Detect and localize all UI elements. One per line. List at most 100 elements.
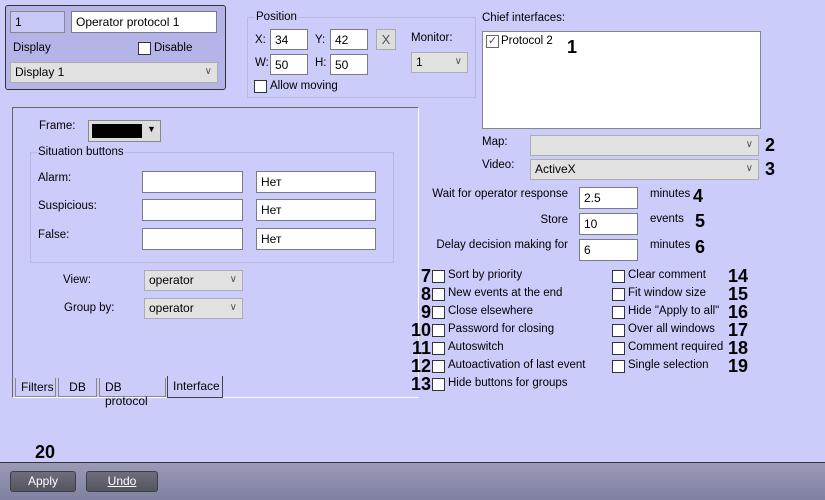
callout-3: 3 bbox=[765, 159, 776, 179]
frame-color-picker[interactable]: ▼ bbox=[88, 120, 161, 142]
monitor-select[interactable]: 1∨ bbox=[411, 52, 468, 73]
callout-18: 18 bbox=[728, 338, 749, 358]
frame-label: Frame: bbox=[39, 120, 76, 132]
suspicious-field[interactable] bbox=[142, 199, 243, 221]
position-title: Position bbox=[255, 11, 298, 23]
option-checkbox[interactable] bbox=[612, 342, 625, 355]
false-label: False: bbox=[38, 229, 70, 241]
wait-label: Wait for operator response bbox=[432, 188, 568, 200]
object-id-field[interactable]: 1 bbox=[10, 11, 65, 33]
delay-field[interactable]: 6 bbox=[579, 239, 638, 261]
callout-4: 4 bbox=[693, 186, 704, 206]
chief-interfaces-list[interactable]: ✓ Protocol 2 bbox=[482, 31, 761, 129]
tab-interface[interactable]: Interface bbox=[167, 376, 223, 398]
option-label: Fit window size bbox=[628, 287, 706, 299]
tab-db[interactable]: DB bbox=[58, 378, 97, 397]
w-field[interactable]: 50 bbox=[270, 54, 308, 75]
false-action-field[interactable]: Нет bbox=[256, 228, 376, 250]
callout-5: 5 bbox=[695, 211, 706, 231]
h-label: H: bbox=[315, 57, 327, 69]
delay-unit: minutes bbox=[650, 239, 691, 251]
w-label: W: bbox=[255, 57, 269, 69]
suspicious-label: Suspicious: bbox=[38, 200, 97, 212]
y-field[interactable]: 42 bbox=[330, 29, 368, 50]
group-by-value: operator bbox=[149, 301, 194, 315]
map-select[interactable]: ∨ bbox=[530, 135, 759, 156]
false-field[interactable] bbox=[142, 228, 243, 250]
option-checkbox[interactable] bbox=[612, 270, 625, 283]
reset-position-button[interactable]: X bbox=[376, 29, 396, 50]
apply-button[interactable]: Apply bbox=[10, 471, 76, 492]
option-checkbox[interactable] bbox=[432, 342, 445, 355]
callout-13: 13 bbox=[410, 374, 431, 394]
option-checkbox[interactable] bbox=[432, 360, 445, 373]
chevron-down-icon: ∨ bbox=[229, 302, 237, 313]
chevron-down-icon: ∨ bbox=[229, 274, 237, 285]
tab-db-protocol[interactable]: DB protocol bbox=[99, 378, 166, 408]
map-label: Map: bbox=[482, 136, 508, 148]
option-checkbox[interactable] bbox=[432, 306, 445, 319]
frame-color-swatch bbox=[92, 124, 142, 138]
tab-filters[interactable]: Filters bbox=[15, 378, 56, 397]
chief-item-label: Protocol 2 bbox=[501, 35, 553, 47]
callout-6: 6 bbox=[695, 237, 706, 257]
option-label: Sort by priority bbox=[448, 269, 523, 281]
callout-2: 2 bbox=[765, 135, 776, 155]
display-select[interactable]: Display 1 ∨ bbox=[10, 62, 218, 83]
store-field[interactable]: 10 bbox=[579, 213, 638, 235]
alarm-field[interactable] bbox=[142, 171, 243, 193]
callout-14: 14 bbox=[728, 266, 749, 286]
view-select[interactable]: operator ∨ bbox=[144, 270, 243, 291]
chief-interfaces-label: Chief interfaces: bbox=[482, 12, 566, 24]
video-select[interactable]: ActiveX∨ bbox=[530, 159, 759, 180]
option-checkbox[interactable] bbox=[432, 288, 445, 301]
chevron-down-icon: ∨ bbox=[204, 66, 212, 77]
allow-moving-checkbox[interactable] bbox=[254, 80, 267, 93]
view-value: operator bbox=[149, 273, 194, 287]
callout-1: 1 bbox=[567, 37, 578, 57]
undo-button[interactable]: Undo bbox=[86, 471, 158, 492]
wait-field[interactable]: 2.5 bbox=[579, 187, 638, 209]
chevron-down-icon: ∨ bbox=[745, 139, 753, 150]
display-value: Display 1 bbox=[15, 65, 65, 79]
object-name-field[interactable]: Operator protocol 1 bbox=[71, 11, 217, 33]
option-checkbox[interactable] bbox=[432, 324, 445, 337]
monitor-label: Monitor: bbox=[411, 32, 453, 44]
option-label: Hide buttons for groups bbox=[448, 377, 568, 389]
callout-9: 9 bbox=[420, 302, 431, 322]
option-label: New events at the end bbox=[448, 287, 563, 299]
option-checkbox[interactable] bbox=[432, 270, 445, 283]
callout-8: 8 bbox=[420, 284, 431, 304]
h-field[interactable]: 50 bbox=[330, 54, 368, 75]
y-label: Y: bbox=[315, 34, 326, 46]
dropdown-arrow-icon: ▼ bbox=[147, 124, 156, 134]
option-checkbox[interactable] bbox=[612, 306, 625, 319]
interface-panel bbox=[12, 107, 419, 378]
protocol-2-checkbox[interactable]: ✓ bbox=[486, 35, 499, 48]
option-label: Comment required bbox=[628, 341, 724, 353]
store-label: Store bbox=[540, 214, 569, 226]
option-checkbox[interactable] bbox=[612, 288, 625, 301]
video-label: Video: bbox=[482, 159, 515, 171]
callout-17: 17 bbox=[728, 320, 749, 340]
option-checkbox[interactable] bbox=[612, 324, 625, 337]
wait-unit: minutes bbox=[650, 188, 691, 200]
alarm-action-field[interactable]: Нет bbox=[256, 171, 376, 193]
disable-label: Disable bbox=[154, 42, 193, 54]
display-label: Display bbox=[13, 42, 51, 54]
disable-checkbox[interactable] bbox=[138, 42, 151, 55]
option-checkbox[interactable] bbox=[432, 378, 445, 391]
x-field[interactable]: 34 bbox=[270, 29, 308, 50]
option-checkbox[interactable] bbox=[612, 360, 625, 373]
callout-7: 7 bbox=[420, 266, 431, 286]
option-label: Hide "Apply to all" bbox=[628, 305, 720, 317]
callout-10: 10 bbox=[410, 320, 431, 340]
callout-15: 15 bbox=[728, 284, 749, 304]
suspicious-action-field[interactable]: Нет bbox=[256, 199, 376, 221]
callout-19: 19 bbox=[728, 356, 749, 376]
situation-buttons-group bbox=[30, 152, 394, 263]
situation-buttons-title: Situation buttons bbox=[37, 146, 125, 158]
chevron-down-icon: ∨ bbox=[745, 163, 753, 174]
group-by-select[interactable]: operator ∨ bbox=[144, 298, 243, 319]
callout-12: 12 bbox=[410, 356, 431, 376]
